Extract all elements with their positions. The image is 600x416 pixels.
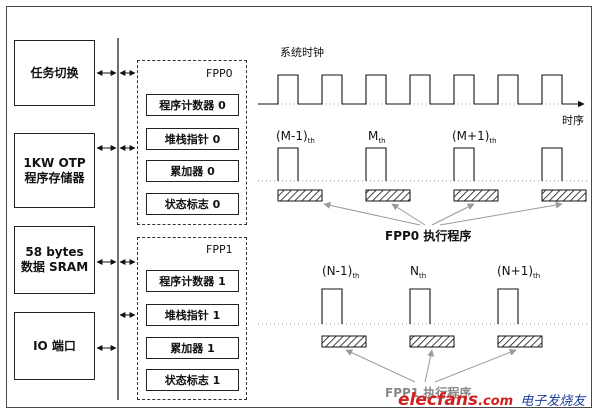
system-clock-waveform (258, 74, 566, 105)
fpp0-pulse-m-1 (277, 147, 299, 181)
fpp0-exec-pointer (323, 201, 421, 226)
fpp0-exec-pointer (431, 203, 475, 226)
fpp1-exec-bar (409, 335, 455, 348)
fpp1-program-counter: 程序计数器 1 (146, 270, 239, 292)
fpp1-pulse-n (409, 288, 431, 324)
fpp1-title: FPP1 (206, 243, 233, 256)
fpp0-cycle-label-m+1: (M+1)th (452, 129, 497, 145)
fpp1-status-flags: 状态标志 1 (146, 369, 239, 391)
fpp1-exec-bar (497, 335, 543, 348)
otp-memory-label-2: 程序存储器 (24, 170, 85, 185)
sram-label-2: 数据 SRAM (20, 260, 89, 274)
fpp1-cycle-label-n: Nth (410, 264, 427, 280)
watermark-domain: .com (478, 394, 514, 409)
fpp1-exec-pointer (345, 349, 416, 383)
fpp0-exec-pointer (391, 203, 426, 226)
fpp0-exec-bar (453, 189, 499, 202)
fpp0-group (137, 60, 247, 225)
watermark-cn: 电子发烧友 (520, 394, 586, 409)
fpp0-exec-caption: FPP0 执行程序 (385, 229, 472, 243)
time-axis-label: 时序 (562, 114, 584, 127)
task-switch-label: 任务切换 (30, 65, 79, 80)
fpp1-exec-pointer (434, 349, 517, 383)
watermark: elecfans.com 电子发烧友 (398, 390, 585, 410)
fpp1-pulse-n-1 (321, 288, 343, 324)
fpp1-stack-pointer: 堆栈指针 1 (146, 304, 239, 326)
io-port-label: IO 端口 (33, 338, 76, 353)
fpp0-stack-pointer: 堆栈指针 0 (146, 128, 239, 150)
otp-memory-block: 1KW OTP 程序存储器 (14, 133, 95, 208)
io-port-block: IO 端口 (14, 312, 95, 380)
fpp1-group (137, 237, 247, 400)
fpp1-cycle-label-n+1: (N+1)th (497, 264, 541, 280)
fpp0-pulse-m (365, 147, 387, 181)
sram-block: 58 bytes 数据 SRAM (14, 226, 95, 294)
system-clock-label: 系统时钟 (280, 46, 324, 59)
fpp0-cycle-label-m: Mth (368, 129, 386, 145)
fpp1-exec-pointer (424, 349, 435, 383)
fpp0-status-flags: 状态标志 0 (146, 193, 239, 215)
diagram-frame (6, 6, 592, 408)
fpp0-cycle-label-m-1: (M-1)th (276, 129, 315, 145)
fpp0-title: FPP0 (206, 67, 233, 80)
fpp1-exec-caption: FPP1 执行程序 (385, 386, 472, 400)
sram-label-1: 58 bytes (25, 245, 84, 259)
fpp1-exec-bar (321, 335, 367, 348)
fpp0-exec-bar (277, 189, 323, 202)
fpp0-pulse-next (541, 147, 563, 181)
fpp0-exec-bar (365, 189, 411, 202)
fpp0-exec-pointer (439, 201, 563, 226)
fpp1-cycle-label-n-1: (N-1)th (322, 264, 360, 280)
fpp0-pulse-m+1 (453, 147, 475, 181)
fpp1-accumulator: 累加器 1 (146, 337, 239, 359)
fpp1-pulse-n+1 (497, 288, 519, 324)
otp-memory-label-1: 1KW OTP (23, 155, 86, 170)
fpp0-program-counter: 程序计数器 0 (146, 94, 239, 116)
task-switch-block: 任务切换 (14, 40, 95, 106)
fpp0-accumulator: 累加器 0 (146, 160, 239, 182)
fpp0-exec-bar (541, 189, 587, 202)
watermark-brand: elecfans (398, 390, 479, 410)
